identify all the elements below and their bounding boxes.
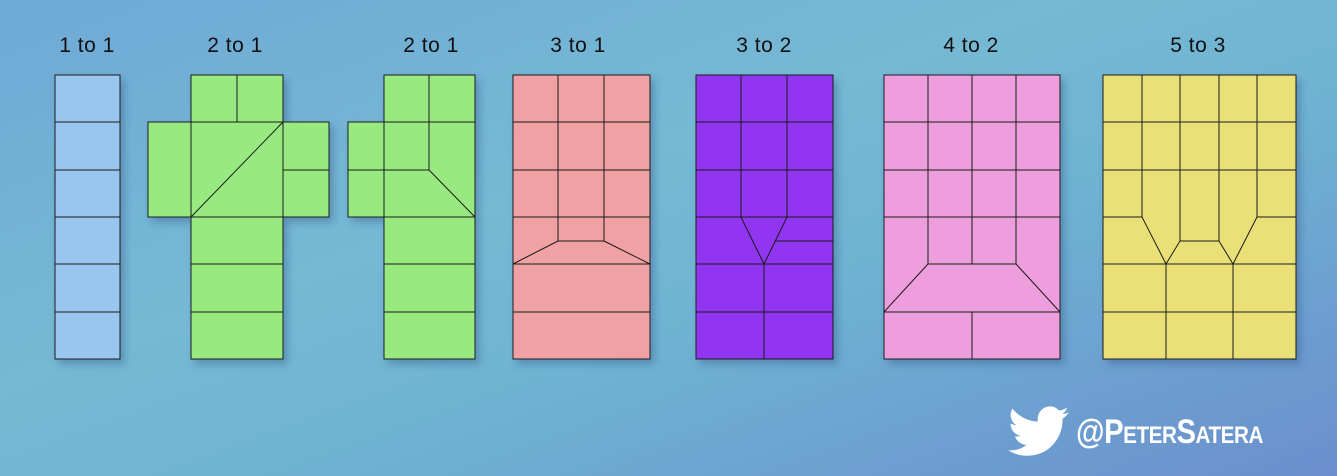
shape-3to2 <box>695 74 834 360</box>
shape-4to2 <box>883 74 1061 360</box>
panel-label-2to1-b: 2 to 1 <box>403 34 459 57</box>
panel-label-3to2: 3 to 2 <box>736 34 792 57</box>
shape-3to1 <box>512 74 651 360</box>
panel-label-1to1: 1 to 1 <box>59 34 115 57</box>
shape-2to1-cross <box>147 74 330 360</box>
shape-5to3 <box>1102 74 1297 360</box>
twitter-handle: @PeterSatera <box>1075 412 1263 451</box>
shape-2to1-side <box>347 74 476 360</box>
panel-label-2to1-a: 2 to 1 <box>207 34 263 57</box>
shape-1to1 <box>54 74 121 360</box>
panel-label-4to2: 4 to 2 <box>943 34 999 57</box>
panel-label-3to1: 3 to 1 <box>550 34 606 57</box>
twitter-bird-icon <box>1007 406 1069 456</box>
brand-watermark: @PeterSatera <box>1007 404 1293 460</box>
panel-label-5to3: 5 to 3 <box>1170 34 1226 57</box>
